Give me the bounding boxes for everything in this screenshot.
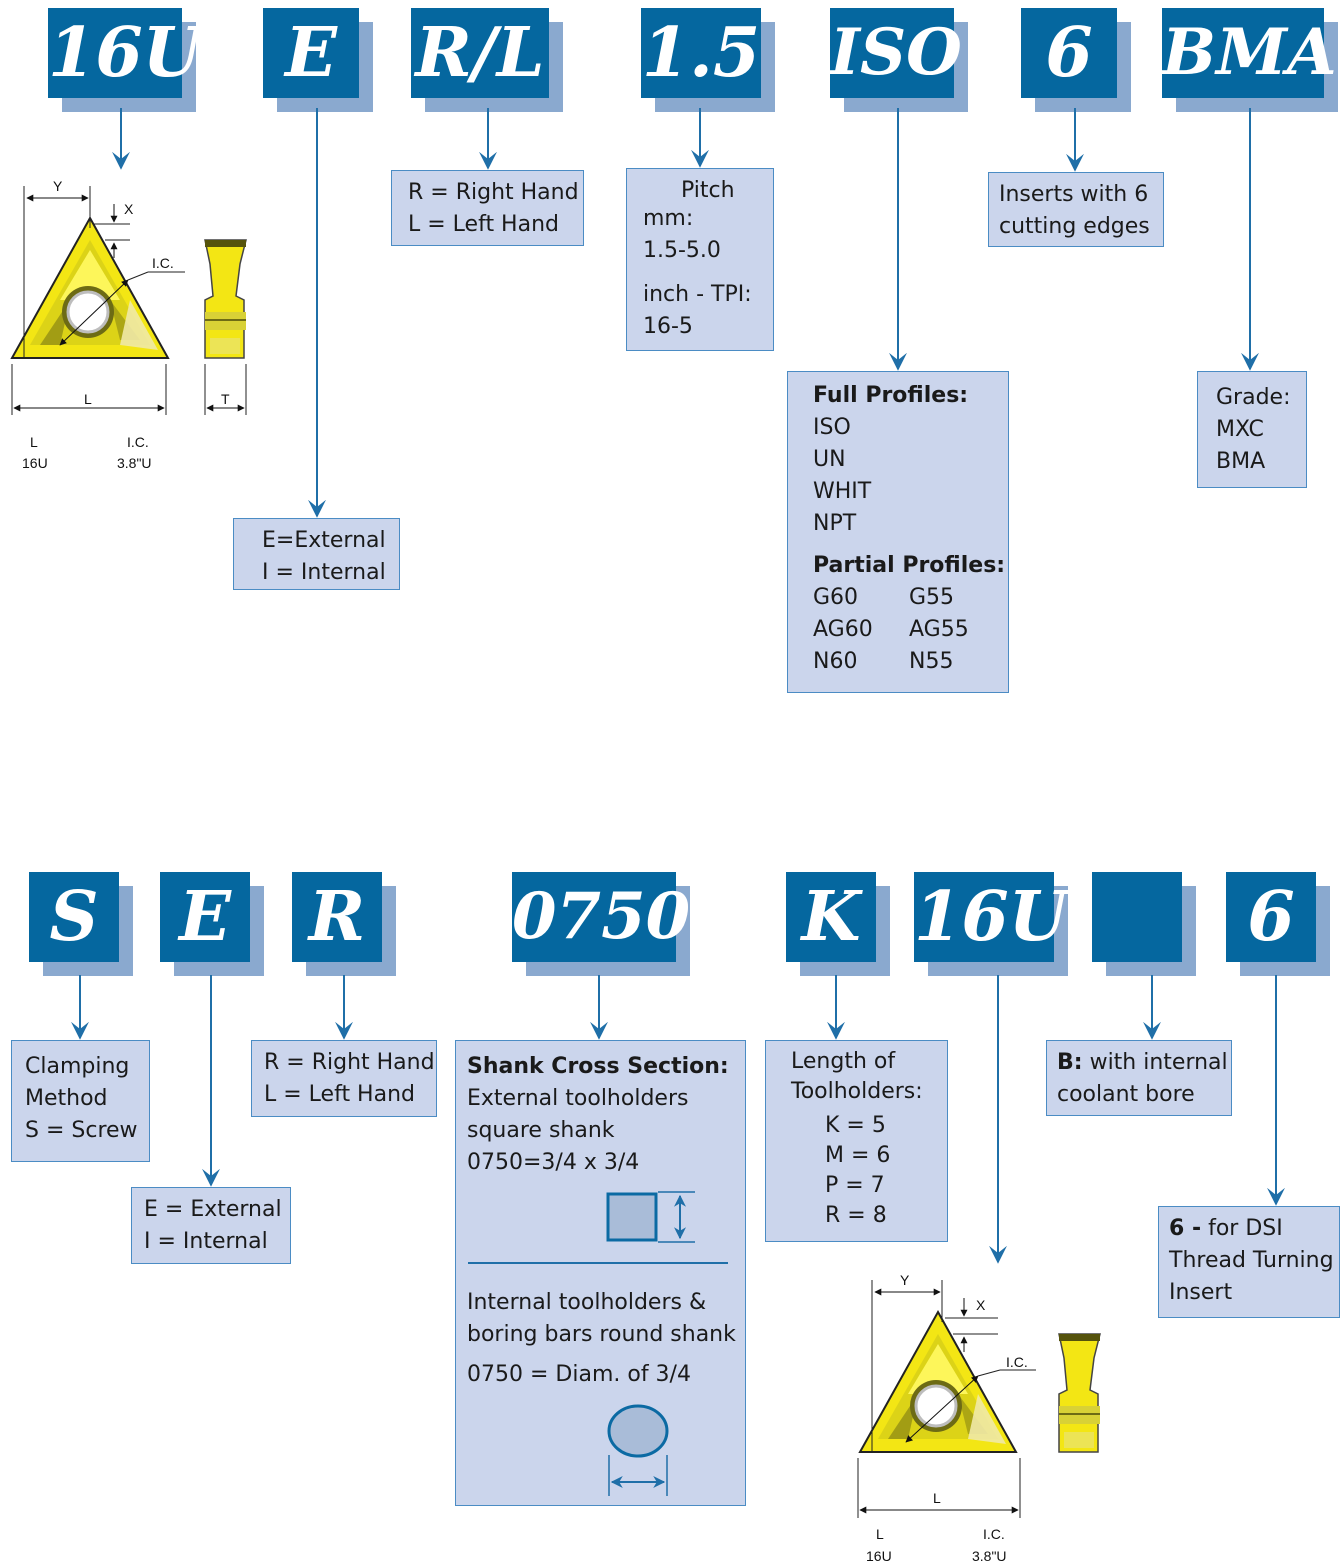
code-block-16u: 16U bbox=[48, 8, 202, 112]
hand-box-top: R = Right Hand L = Left Hand bbox=[391, 170, 584, 246]
code-block-6-bottom: 6 bbox=[1226, 872, 1330, 976]
table-l-value-b: 16U bbox=[866, 1548, 892, 1564]
dim-y-label: Y bbox=[53, 178, 63, 194]
code-block-bma: BMA bbox=[1162, 8, 1338, 112]
table-ic-value-b: 3.8"U bbox=[972, 1548, 1007, 1564]
profiles-box: Full Profiles: ISO UN WHIT NPT Partial P… bbox=[787, 371, 1009, 693]
clamping-box: Clamping Method S = Screw bbox=[11, 1040, 150, 1162]
hand-box-bottom: R = Right Hand L = Left Hand bbox=[251, 1040, 437, 1117]
code-block-r: R bbox=[292, 872, 396, 976]
code-block-0750: 0750 bbox=[512, 872, 690, 976]
table-ic-header-b: I.C. bbox=[983, 1526, 1005, 1542]
code-block-rl: R/L bbox=[411, 8, 563, 112]
grade-box: Grade: MXC BMA bbox=[1197, 371, 1307, 488]
dim-x-label: X bbox=[124, 201, 134, 217]
table-ic-value: 3.8"U bbox=[117, 455, 152, 471]
insert-bottom-diagram bbox=[857, 1280, 1101, 1518]
dim-y-label-b: Y bbox=[900, 1272, 910, 1288]
dsi-box: 6 - for DSI Thread Turning Insert bbox=[1158, 1206, 1340, 1318]
edges-box: Inserts with 6 cutting edges bbox=[988, 172, 1164, 247]
code-block-k: K bbox=[786, 872, 890, 976]
round-shank-icon bbox=[607, 1404, 669, 1458]
insert-top-diagram bbox=[10, 186, 247, 415]
table-l-header: L bbox=[30, 434, 38, 450]
dim-l-label: L bbox=[84, 391, 92, 407]
dim-ic-label: I.C. bbox=[152, 255, 174, 271]
code-block-e: E bbox=[263, 8, 373, 112]
code-block-blank bbox=[1092, 872, 1196, 976]
table-l-header-b: L bbox=[876, 1526, 884, 1542]
table-l-value: 16U bbox=[22, 455, 48, 471]
code-block-iso: ISO bbox=[830, 8, 968, 112]
length-box: Length of Toolholders: K = 5 M = 6 P = 7… bbox=[765, 1040, 948, 1242]
table-ic-header: I.C. bbox=[127, 434, 149, 450]
code-block-pitch: 1.5 bbox=[641, 8, 775, 112]
dim-ic-label-b: I.C. bbox=[1006, 1354, 1028, 1370]
dim-l-label-b: L bbox=[933, 1490, 941, 1506]
dim-t-label: T bbox=[221, 391, 230, 407]
pitch-box: Pitch mm: 1.5-5.0 inch - TPI: 16-5 bbox=[626, 168, 774, 351]
coolant-box: B: with internal coolant bore bbox=[1046, 1040, 1232, 1116]
code-block-e-bottom: E bbox=[160, 872, 264, 976]
square-shank-icon bbox=[606, 1192, 658, 1242]
shank-box: Shank Cross Section: External toolholder… bbox=[455, 1040, 746, 1506]
ext-int-box-top: E=External I = Internal bbox=[233, 518, 400, 590]
ext-int-box-bottom: E = External I = Internal bbox=[131, 1187, 291, 1264]
code-block-6: 6 bbox=[1021, 8, 1131, 112]
code-block-16u-bottom: 16U bbox=[914, 872, 1068, 976]
dim-x-label-b: X bbox=[976, 1297, 986, 1313]
code-block-s: S bbox=[29, 872, 133, 976]
